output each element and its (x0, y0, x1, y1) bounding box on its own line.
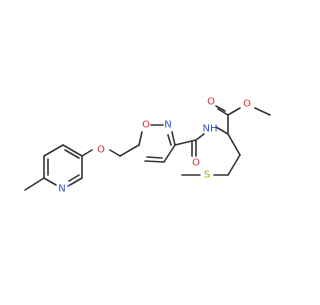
bond-ester-o (227, 107, 241, 116)
ester-carbonyl-oxygen-label: O (207, 97, 215, 108)
bond-pyridine-c3-c4 (43, 144, 64, 157)
bond-isoxazole-c4-c5 (144, 160, 165, 163)
bond-ester-methyl (254, 107, 271, 116)
amide-nh-label: NH (203, 124, 218, 135)
bond-amide-nh (195, 133, 205, 141)
bond-pyridine-c4-c5 (62, 144, 83, 157)
bond-pyridine-c6-n-double (68, 174, 80, 182)
thioether-sulfur-label: S (204, 170, 210, 181)
bond-isoxazole-c4-c5-double (146, 156, 163, 159)
bond-pyridine-ether (81, 149, 93, 157)
isoxazole-oxygen-label: O (142, 120, 150, 131)
bond-isoxazole-n-c3-double (167, 134, 172, 146)
bonds (24, 105, 271, 191)
bond-alpha-ch2 (227, 133, 241, 156)
ether-oxygen-label: O (97, 145, 105, 156)
pyridine-nitrogen-label: N (58, 184, 65, 195)
bond-pyridine-c2-n (43, 177, 57, 186)
bond-isoxazole-n-c3 (171, 131, 176, 146)
bond-isoxazole-c3-c4 (163, 144, 176, 163)
amide-oxygen-label: O (192, 158, 200, 169)
bond-isoxazole-amide (174, 139, 197, 146)
bond-ether-ch2 (109, 149, 121, 157)
bond-ch2-isoxazole (119, 144, 140, 157)
molecule-svg: N O O N O NH O O S (24, 97, 271, 195)
bond-ester-co (217, 108, 229, 116)
bond-ester-co-double (215, 105, 226, 112)
molecule-structure-diagram: N O O N O NH O O S (24, 97, 271, 195)
bond-methyl-pyridine (24, 177, 45, 191)
bond-nh-alpha (215, 126, 229, 135)
bond-ch2-ch2 (227, 154, 241, 176)
bond-pyridine-c4-c5-double (64, 149, 80, 159)
bond-pyridine-n-stub-a (67, 184, 71, 187)
ester-oxygen-label: O (243, 99, 251, 110)
bond-pyridine-c6-n (69, 177, 83, 186)
isoxazole-nitrogen-label: N (164, 120, 171, 131)
atom-labels: N O O N O NH O O S (58, 97, 251, 195)
bond-isoxazole-c5-o (138, 131, 143, 146)
